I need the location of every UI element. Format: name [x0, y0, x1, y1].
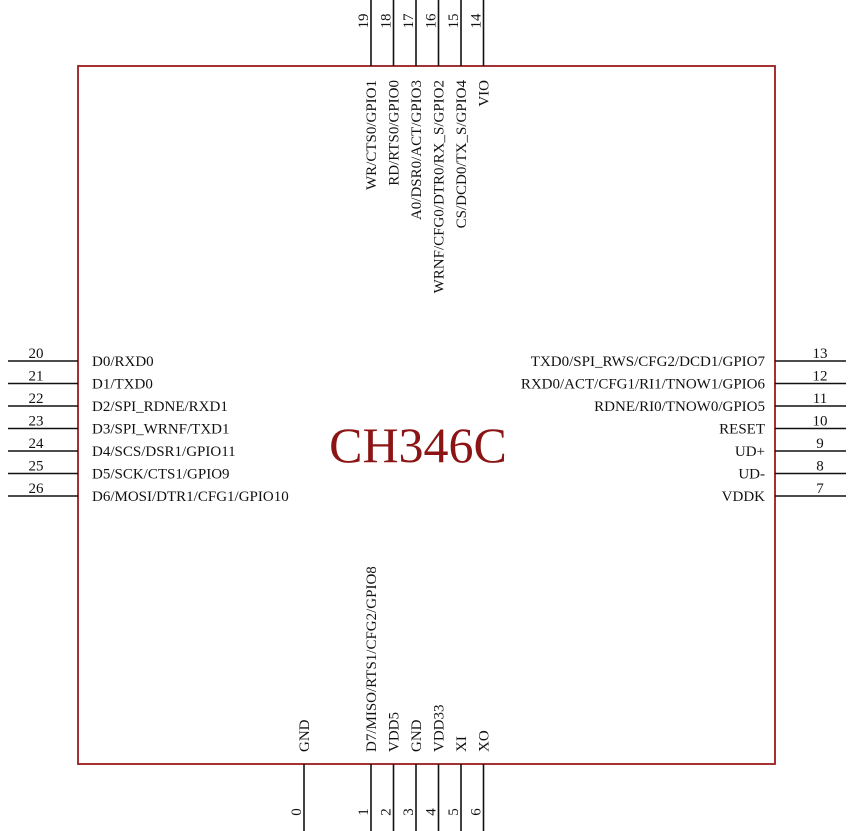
- pin-bottom-4: 4 VDD33: [424, 705, 448, 831]
- pin-number: 23: [29, 414, 44, 430]
- pin-number: 22: [29, 391, 44, 407]
- pin-right-9: 9UD+: [735, 436, 846, 460]
- pin-number: 16: [424, 13, 440, 29]
- pin-name: D2/SPI_RDNE/RXD1: [92, 399, 228, 415]
- pin-name: XO: [477, 730, 493, 752]
- pin-name: RD/RTS0/GPIO0: [387, 80, 403, 186]
- pin-number: 20: [29, 346, 44, 362]
- pin-name: D3/SPI_WRNF/TXD1: [92, 422, 230, 438]
- pin-name: VDD33: [432, 705, 448, 753]
- pin-number: 26: [29, 481, 45, 497]
- pin-bottom-1: 1 D7/MISO/RTS1/CFG2/GPIO8: [356, 566, 380, 831]
- pin-name: XI: [454, 736, 470, 752]
- pin-number: 19: [356, 14, 372, 29]
- pin-bottom-5: 5 XI: [446, 736, 470, 831]
- pin-name: D7/MISO/RTS1/CFG2/GPIO8: [364, 566, 380, 752]
- pin-name: UD-: [738, 467, 765, 483]
- pin-name: VDD5: [387, 712, 403, 752]
- pin-number: 12: [813, 369, 828, 385]
- pin-number: 7: [816, 481, 824, 497]
- pin-name: VIO: [477, 80, 493, 107]
- pin-number: 6: [469, 808, 485, 816]
- pin-name: D1/TXD0: [92, 377, 153, 393]
- pin-name: RXD0/ACT/CFG1/RI1/TNOW1/GPIO6: [521, 377, 766, 393]
- pin-number: 0: [289, 808, 305, 816]
- pin-name: RDNE/RI0/TNOW0/GPIO5: [594, 399, 765, 415]
- pin-bottom-6: 6 XO: [469, 730, 493, 831]
- pin-number: 15: [446, 14, 462, 29]
- pin-name: WRNF/CFG0/DTR0/RX_S/GPIO2: [432, 80, 448, 293]
- pin-name: UD+: [735, 444, 765, 460]
- pin-number: 14: [469, 13, 485, 29]
- pin-bottom-2: 2 VDD5: [379, 712, 403, 831]
- pin-number: 9: [816, 436, 824, 452]
- pin-number: 5: [446, 808, 462, 816]
- pin-name: CS/DCD0/TX_S/GPIO4: [454, 80, 470, 229]
- pin-name: A0/DSR0/ACT/GPIO3: [409, 80, 425, 220]
- pin-number: 25: [29, 459, 44, 475]
- pin-name: D5/SCK/CTS1/GPIO9: [92, 467, 230, 483]
- pin-number: 2: [379, 808, 395, 816]
- pin-number: 18: [379, 14, 395, 29]
- pin-number: 21: [29, 369, 44, 385]
- pin-name: VDDK: [722, 489, 765, 505]
- pin-name: TXD0/SPI_RWS/CFG2/DCD1/GPIO7: [531, 354, 766, 370]
- pin-number: 17: [401, 13, 417, 29]
- pin-number: 4: [424, 808, 440, 816]
- chip-name: CH346C: [329, 417, 507, 473]
- pin-name: GND: [409, 719, 425, 752]
- pin-number: 11: [813, 391, 827, 407]
- pin-name: RESET: [719, 422, 765, 438]
- pin-number: 13: [813, 346, 828, 362]
- pin-name: GND: [297, 719, 313, 752]
- pin-number: 8: [816, 459, 824, 475]
- pin-name: D0/RXD0: [92, 354, 154, 370]
- pin-number: 1: [356, 808, 372, 816]
- pin-number: 3: [401, 808, 417, 816]
- pin-name: WR/CTS0/GPIO1: [364, 80, 380, 190]
- chip-body: [77, 65, 776, 765]
- pin-name: D6/MOSI/DTR1/CFG1/GPIO10: [92, 489, 289, 505]
- pin-bottom-0: 0 GND: [289, 719, 313, 831]
- pin-bottom-3: 3 GND: [401, 719, 425, 831]
- pin-name: D4/SCS/DSR1/GPIO11: [92, 444, 236, 460]
- pin-number: 24: [29, 436, 45, 452]
- pin-number: 10: [813, 414, 828, 430]
- pin-right-8: 8UD-: [738, 459, 846, 483]
